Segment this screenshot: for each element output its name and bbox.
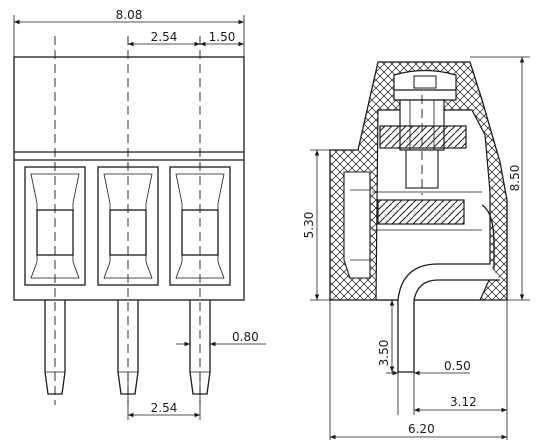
bent-lead-pin — [397, 263, 500, 373]
dim-pin-width: 0.80 — [232, 330, 259, 344]
dim-total-height: 8.50 — [508, 165, 522, 192]
front-body-outline — [13, 56, 245, 301]
clamp-bar-top — [379, 125, 467, 149]
dim-depth: 6.20 — [408, 422, 435, 436]
dim-body-height: 5.30 — [302, 212, 316, 239]
dim-edge-offset: 1.50 — [209, 30, 236, 44]
front-view: 8.08 2.54 1.50 0.80 2.54 — [13, 8, 266, 420]
wire-entry-recess — [343, 171, 371, 279]
dim-overall-width: 8.08 — [116, 8, 143, 22]
dim-pitch-top: 2.54 — [151, 30, 178, 44]
clamp-bar-bottom — [377, 199, 465, 225]
dim-pin-length: 3.50 — [377, 340, 391, 367]
contact-spring — [481, 204, 495, 270]
side-view: 8.50 5.30 3.50 0.50 3.12 6.20 — [302, 56, 530, 440]
dim-pin-thickness: 0.50 — [444, 359, 471, 373]
dim-pitch-bottom: 2.54 — [151, 401, 178, 415]
dim-pin-offset: 3.12 — [450, 395, 477, 409]
screw-slot — [413, 75, 437, 89]
